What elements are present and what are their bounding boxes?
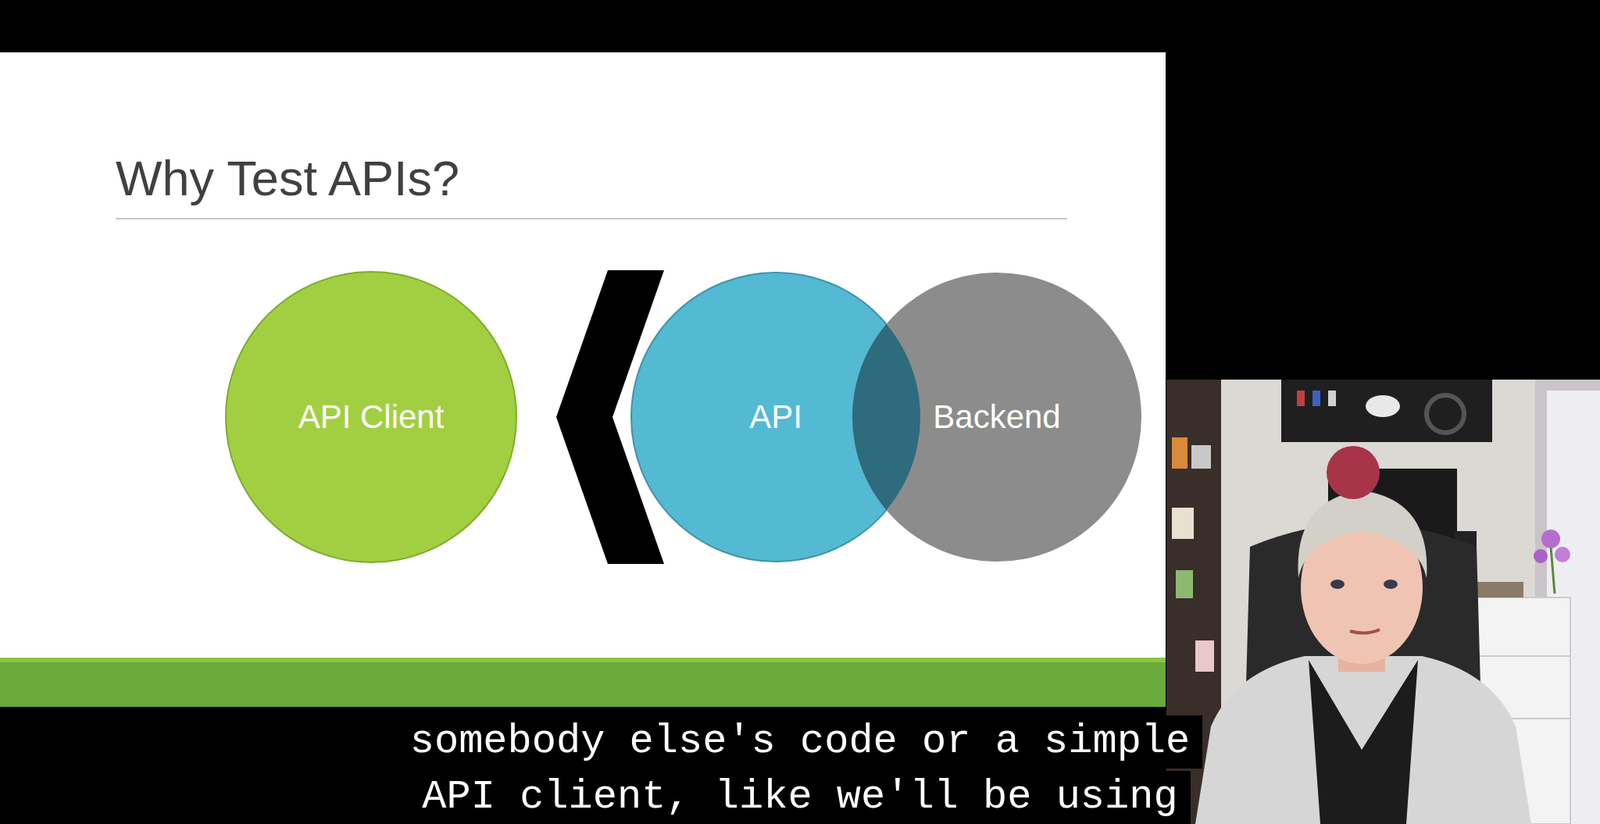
peg-item: [1296, 390, 1305, 407]
client-circle: API Client: [225, 271, 518, 564]
slide-background: [0, 52, 1166, 708]
pegboard: [1281, 379, 1493, 443]
shirt: [1308, 660, 1418, 824]
overlap-region: [631, 272, 921, 562]
peg-item: [1328, 390, 1336, 407]
orchid-stem: [1550, 546, 1555, 594]
node-label: API: [749, 398, 803, 436]
shelf-item: [1175, 570, 1193, 599]
eye: [1383, 579, 1398, 590]
webcam-feed: [1166, 379, 1600, 824]
orchid-flower: [1541, 529, 1561, 549]
subtitle-line: somebody else's code or a simple: [397, 715, 1204, 769]
peg-item: [1312, 390, 1321, 407]
subtitle-line: API client, like we'll be using: [409, 771, 1190, 824]
circle-fill: [631, 272, 921, 562]
node-label: API Client: [298, 398, 445, 436]
orchid-flower: [1554, 546, 1571, 563]
hair: [1297, 490, 1427, 579]
headphones: [1426, 395, 1465, 433]
mouth: [1350, 629, 1380, 634]
circle-fill: [225, 271, 517, 563]
webcam-wall: [1166, 379, 1600, 824]
controller: [1365, 395, 1400, 418]
backend-circle: Backend: [851, 271, 1143, 563]
hoodie: [1195, 656, 1532, 824]
shelf-item: [1195, 640, 1215, 672]
shelf-item: [1171, 507, 1194, 540]
slide-footer-light: [0, 657, 1166, 663]
shelf-item: [1171, 437, 1188, 469]
eye: [1330, 579, 1345, 590]
slide-footer-bar: [0, 662, 1166, 708]
title-rule: [115, 217, 1068, 220]
shelf-item: [1191, 445, 1211, 469]
node-label: Backend: [932, 398, 1061, 436]
orchid-flower: [1533, 549, 1548, 564]
hair-bun: [1326, 446, 1380, 500]
slide-title: Why Test APIs?: [115, 150, 460, 207]
